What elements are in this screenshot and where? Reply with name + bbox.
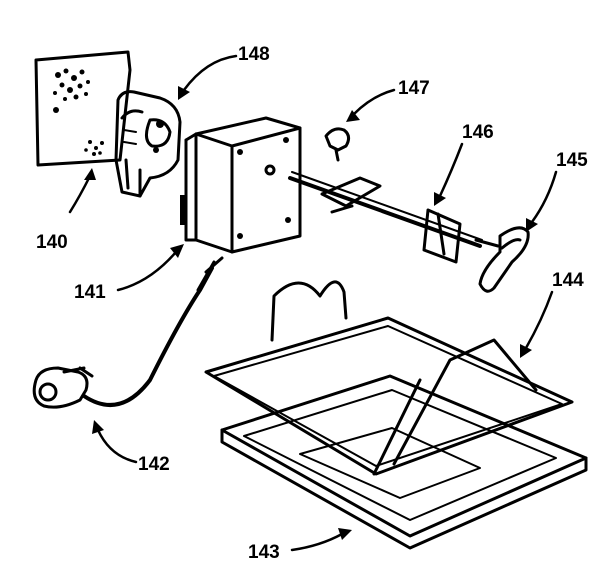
power-cord-part bbox=[32, 256, 224, 409]
leader-142 bbox=[92, 420, 138, 464]
callout-145: 145 bbox=[556, 150, 588, 171]
motor-bracket-part bbox=[114, 90, 182, 198]
leader-147 bbox=[346, 88, 396, 122]
callout-147: 147 bbox=[398, 78, 430, 99]
leader-141 bbox=[116, 244, 184, 292]
thumb-screw-part bbox=[324, 127, 351, 162]
wire-rack-part bbox=[204, 280, 574, 476]
callout-148: 148 bbox=[238, 44, 270, 65]
callout-142: 142 bbox=[138, 454, 170, 475]
spit-handle-part bbox=[474, 226, 530, 293]
motor-housing-part bbox=[180, 116, 302, 254]
callout-140: 140 bbox=[36, 232, 68, 253]
callout-146: 146 bbox=[462, 122, 494, 143]
callout-144: 144 bbox=[552, 270, 584, 291]
leader-145 bbox=[526, 170, 558, 232]
leader-143 bbox=[290, 528, 352, 552]
drip-pan-part bbox=[220, 374, 588, 550]
leader-144 bbox=[520, 290, 554, 358]
callout-141: 141 bbox=[74, 282, 106, 303]
leader-140 bbox=[68, 168, 96, 214]
leader-146 bbox=[434, 142, 464, 206]
leader-148 bbox=[178, 54, 238, 100]
spit-rod-part bbox=[288, 171, 483, 264]
callout-143: 143 bbox=[248, 542, 280, 563]
